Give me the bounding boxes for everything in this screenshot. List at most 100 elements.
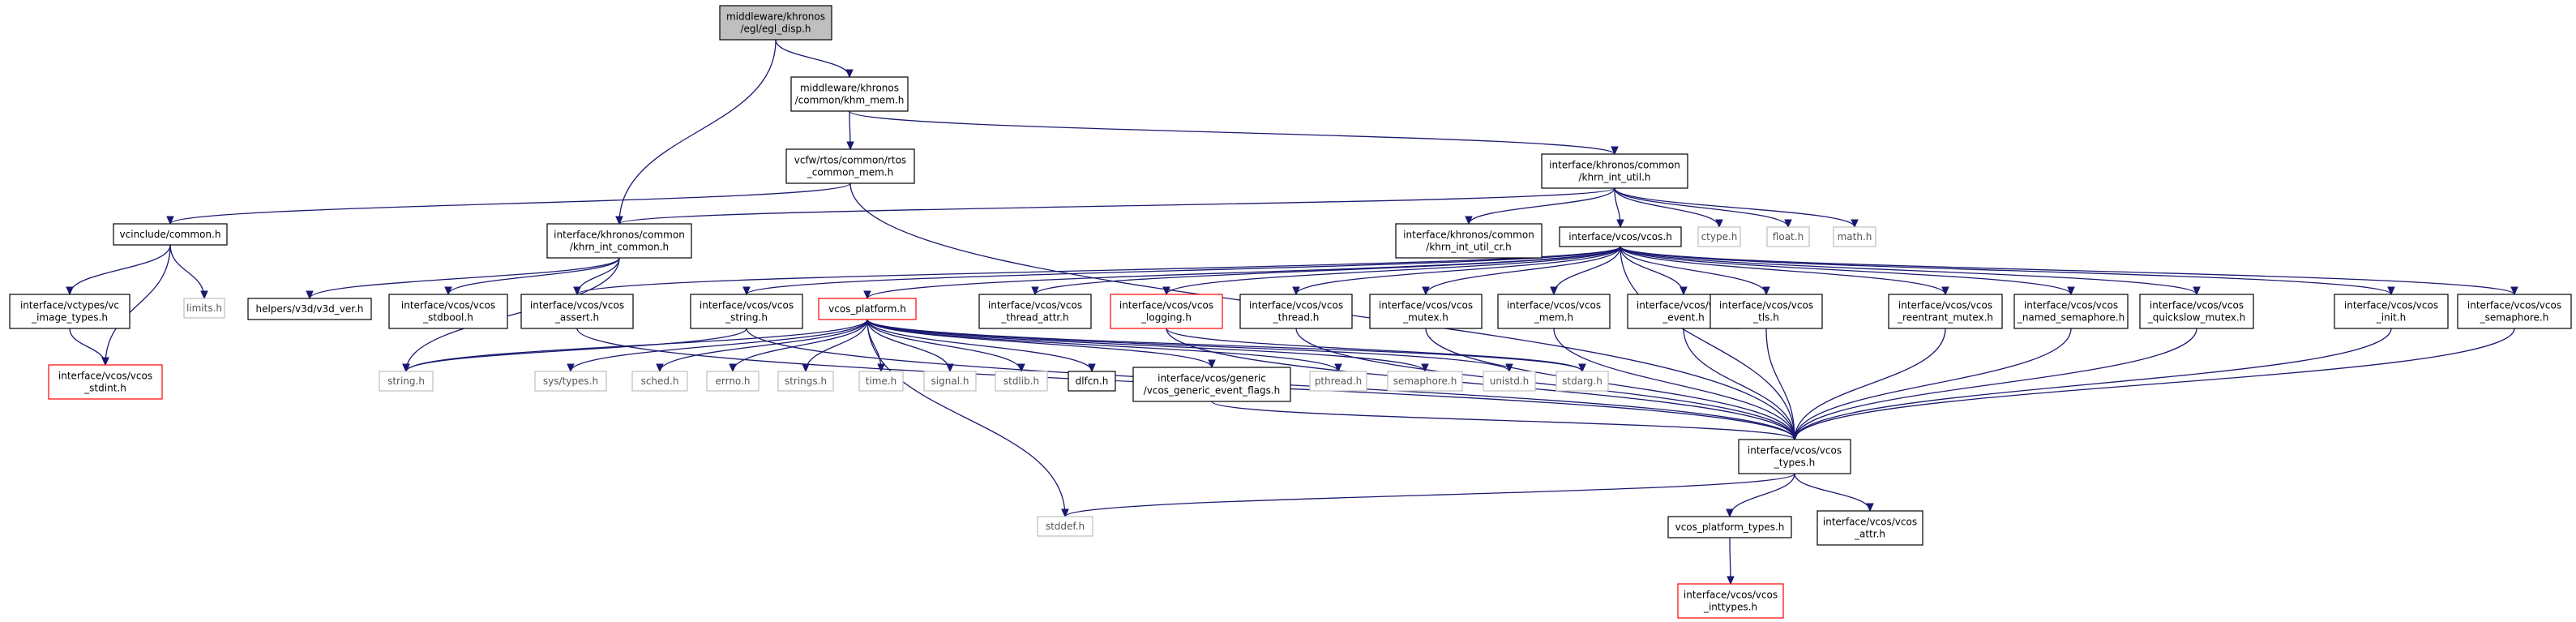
node-khrn-int-util-cr[interactable]: interface/khronos/common/khrn_int_util_c… bbox=[1395, 223, 1543, 259]
node-label-line: interface/vcos/vcos bbox=[1637, 300, 1731, 311]
node-label-line: limits.h bbox=[186, 302, 222, 314]
node-string-h[interactable]: string.h bbox=[379, 371, 434, 392]
node-signal[interactable]: signal.h bbox=[923, 371, 977, 392]
node-vcos-stdint[interactable]: interface/vcos/vcos_stdint.h bbox=[48, 364, 163, 400]
node-egl-disp[interactable]: middleware/khronos/egl/egl_disp.h bbox=[719, 5, 832, 41]
node-ctype[interactable]: ctype.h bbox=[1697, 226, 1741, 247]
node-semaphore-h[interactable]: semaphore.h bbox=[1387, 371, 1463, 392]
node-rtos-common-mem[interactable]: vcfw/rtos/common/rtos_common_mem.h bbox=[785, 148, 915, 184]
edge-vcos_logging-to-stdarg bbox=[1166, 328, 1586, 373]
edge-vcos_h-to-vcos_types bbox=[1620, 246, 1799, 441]
edge-vcos_h-to-vcos_assert bbox=[573, 246, 1621, 296]
edge-vcos_platform-to-strings bbox=[802, 319, 868, 373]
node-vcos-reentrant-mutex[interactable]: interface/vcos/vcos_reentrant_mutex.h bbox=[1888, 294, 2003, 329]
node-label-line: interface/vcos/vcos bbox=[1898, 300, 1992, 311]
edge-vcos_h-to-vcos_thread bbox=[1292, 246, 1621, 296]
node-stdlib[interactable]: stdlib.h bbox=[995, 371, 1048, 392]
node-label-line: _event.h bbox=[1662, 312, 1705, 324]
node-label-line: interface/vcos/vcos bbox=[1119, 300, 1213, 311]
edge-vcos_h-to-vcos_named_semaphore bbox=[1620, 246, 2075, 296]
node-vcos-named-semaphore[interactable]: interface/vcos/vcos_named_semaphore.h bbox=[2013, 294, 2129, 329]
node-label-line: _inttypes.h bbox=[1703, 602, 1757, 613]
node-label-line: interface/vcos/vcos.h bbox=[1568, 231, 1672, 242]
node-label-line: middleware/khronos bbox=[726, 11, 825, 23]
node-label-line: interface/vcos/vcos bbox=[1249, 300, 1343, 311]
node-vcos-mem[interactable]: interface/vcos/vcos_mem.h bbox=[1497, 294, 1611, 329]
node-vcos-mutex[interactable]: interface/vcos/vcos_mutex.h bbox=[1369, 294, 1483, 329]
node-vcos-inttypes[interactable]: interface/vcos/vcos_inttypes.h bbox=[1677, 583, 1784, 619]
node-vcos-attr[interactable]: interface/vcos/vcos_attr.h bbox=[1816, 510, 1923, 546]
node-strings[interactable]: strings.h bbox=[777, 371, 834, 392]
edge-vcos_h-to-vcos_mutex bbox=[1422, 246, 1621, 296]
edge-egl_disp-to-khrn_int_common bbox=[615, 39, 777, 225]
node-khrn-int-common[interactable]: interface/khronos/common/khrn_int_common… bbox=[546, 223, 692, 259]
edge-khrn_int_util-to-vcos_h bbox=[1614, 187, 1624, 229]
node-sched[interactable]: sched.h bbox=[631, 371, 688, 392]
node-vcinclude-common[interactable]: vcinclude/common.h bbox=[113, 223, 228, 246]
node-label-line: stdarg.h bbox=[1562, 375, 1603, 387]
node-vcos-types[interactable]: interface/vcos/vcos_types.h bbox=[1738, 439, 1851, 474]
node-label-line: _semaphore.h bbox=[2480, 312, 2549, 324]
node-generic-event-flags[interactable]: interface/vcos/generic/vcos_generic_even… bbox=[1132, 367, 1291, 402]
node-dlfcn[interactable]: dlfcn.h bbox=[1068, 371, 1116, 392]
node-label-line: math.h bbox=[1838, 231, 1872, 242]
node-vcos-string[interactable]: interface/vcos/vcos_string.h bbox=[690, 294, 803, 329]
node-stddef[interactable]: stddef.h bbox=[1037, 516, 1093, 537]
node-time[interactable]: time.h bbox=[858, 371, 904, 392]
node-pthread[interactable]: pthread.h bbox=[1309, 371, 1367, 392]
node-label-line: vcinclude/common.h bbox=[120, 229, 221, 240]
edge-vcos_h-to-vcos_semaphore bbox=[1620, 246, 2518, 296]
node-vcos-semaphore[interactable]: interface/vcos/vcos_semaphore.h bbox=[2457, 294, 2572, 329]
node-label-line: interface/khronos/common bbox=[554, 229, 685, 241]
edge-vcos_platform-to-signal bbox=[867, 319, 954, 373]
edge-vcos_platform_types-to-vcos_inttypes bbox=[1727, 537, 1735, 586]
node-label-line: _quickslow_mutex.h bbox=[2147, 312, 2246, 324]
node-label-line: ctype.h bbox=[1701, 231, 1738, 242]
node-math[interactable]: math.h bbox=[1833, 226, 1876, 247]
node-vc-image-types[interactable]: interface/vctypes/vc_image_types.h bbox=[9, 294, 131, 329]
node-stdarg[interactable]: stdarg.h bbox=[1555, 371, 1609, 392]
edge-khrn_int_util-to-math bbox=[1614, 187, 1859, 229]
node-sys-types[interactable]: sys/types.h bbox=[534, 371, 607, 392]
edge-vcos_h-to-vcos_reentrant_mutex bbox=[1620, 246, 1949, 296]
node-errno[interactable]: errno.h bbox=[706, 371, 760, 392]
node-vcos-h[interactable]: interface/vcos/vcos.h bbox=[1559, 226, 1682, 247]
node-label-line: stdlib.h bbox=[1003, 375, 1039, 387]
node-label-line: unistd.h bbox=[1490, 375, 1530, 387]
node-v3d-ver[interactable]: helpers/v3d/v3d_ver.h bbox=[247, 298, 372, 320]
node-label-line: interface/vcos/generic bbox=[1157, 373, 1266, 384]
node-vcos-stdbool[interactable]: interface/vcos/vcos_stdbool.h bbox=[388, 294, 508, 329]
node-unistd[interactable]: unistd.h bbox=[1483, 371, 1536, 392]
edge-vcos_init-to-vcos_types bbox=[1791, 328, 2392, 441]
node-label-line: /khrn_int_util.h bbox=[1579, 172, 1651, 183]
node-label-line: _thread.h bbox=[1273, 312, 1320, 324]
edge-vcos_platform-to-semaphore_h bbox=[867, 319, 1429, 373]
edge-vcos_h-to-vcos_string bbox=[742, 246, 1621, 296]
node-khrn-int-util[interactable]: interface/khronos/common/khrn_int_util.h bbox=[1541, 153, 1688, 189]
node-vcos-platform-types[interactable]: vcos_platform_types.h bbox=[1667, 516, 1792, 538]
node-label-line: interface/vcos/vcos bbox=[1379, 300, 1473, 311]
node-vcos-logging[interactable]: interface/vcos/vcos_logging.h bbox=[1110, 294, 1223, 329]
node-vcos-quickslow-mutex[interactable]: interface/vcos/vcos_quickslow_mutex.h bbox=[2139, 294, 2254, 329]
node-limits[interactable]: limits.h bbox=[183, 298, 225, 319]
node-vcos-init[interactable]: interface/vcos/vcos_init.h bbox=[2334, 294, 2449, 329]
edge-vcos_types-to-stddef bbox=[1061, 473, 1795, 518]
edge-egl_disp-to-khm_mem bbox=[775, 39, 854, 79]
node-vcos-tls[interactable]: interface/vcos/vcos_tls.h bbox=[1709, 294, 1823, 329]
node-khm-mem[interactable]: middleware/khronos/common/khm_mem.h bbox=[790, 76, 909, 112]
node-vcos-thread[interactable]: interface/vcos/vcos_thread.h bbox=[1239, 294, 1353, 329]
node-label-line: pthread.h bbox=[1315, 375, 1362, 387]
node-label-line: /khrn_int_common.h bbox=[570, 242, 669, 253]
edge-vcos_h-to-vcos_init bbox=[1620, 246, 2395, 296]
node-label-line: interface/khronos/common bbox=[1403, 229, 1534, 241]
edge-rtos_common_mem-to-vcinclude_common bbox=[166, 182, 851, 225]
node-label-line: middleware/khronos bbox=[800, 83, 899, 94]
node-float[interactable]: float.h bbox=[1766, 226, 1810, 247]
node-label-line: _logging.h bbox=[1140, 312, 1192, 324]
node-vcos-assert[interactable]: interface/vcos/vcos_assert.h bbox=[520, 294, 634, 329]
node-label-line: _types.h bbox=[1774, 457, 1815, 469]
node-label-line: vcos_platform_types.h bbox=[1675, 521, 1785, 533]
node-vcos-thread-attr[interactable]: interface/vcos/vcos_thread_attr.h bbox=[978, 294, 1092, 329]
node-vcos-platform[interactable]: vcos_platform.h bbox=[818, 298, 917, 320]
